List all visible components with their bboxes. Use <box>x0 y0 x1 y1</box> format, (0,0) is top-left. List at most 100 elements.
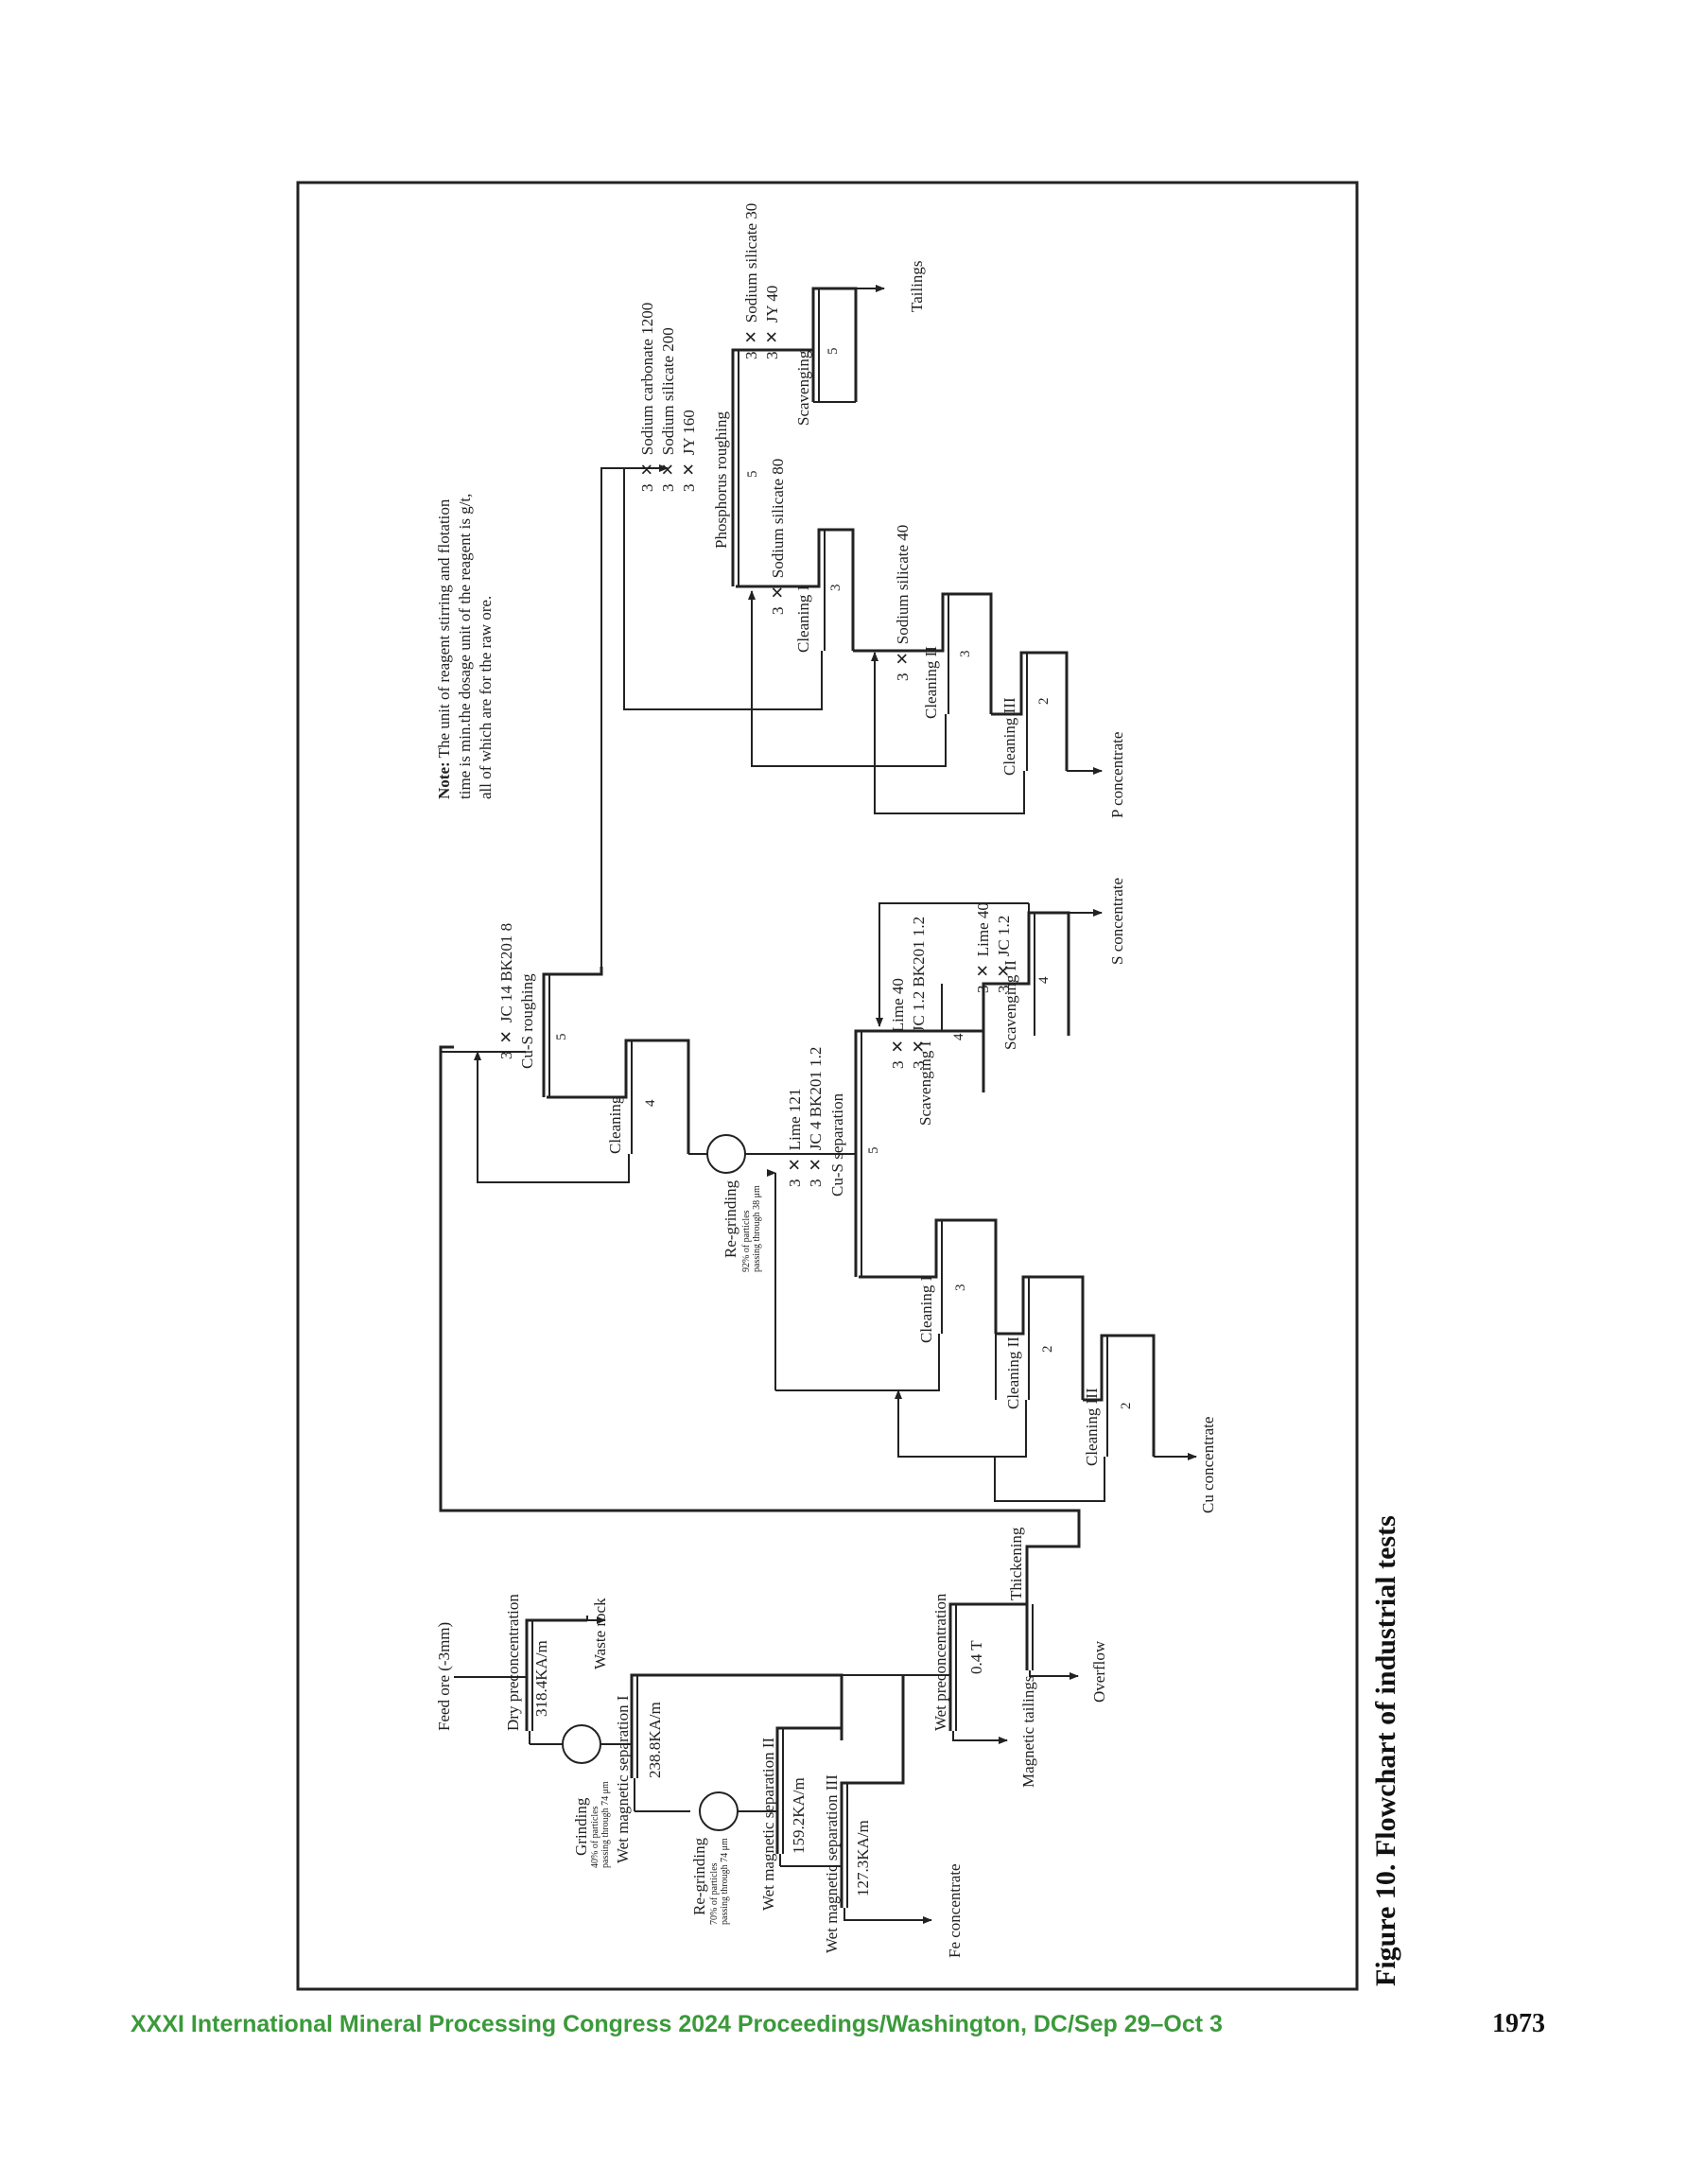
cu-cleaning2-cell <box>996 1275 1085 1400</box>
roughing-tail-to-phosphorus <box>547 464 669 975</box>
cus-cleaning-cell <box>547 1039 690 1154</box>
cus-regrinding-note: 92% of particles passing through 38 μm <box>741 1185 762 1272</box>
p-cleaning2-time: 3 <box>958 651 973 658</box>
wms1-label: Wet magnetic separation I <box>614 1695 632 1863</box>
fe-concentrate-arrow <box>844 1908 932 1924</box>
wms1-field-label: 238.8KA/m <box>646 1702 664 1778</box>
scav2-reagent-2: 3✕JC 1.2 <box>995 916 1013 993</box>
p-cleaning3-time: 2 <box>1036 698 1052 706</box>
iron-regrinding-label: Re-grinding <box>690 1837 708 1915</box>
p-cleaning2-label: Cleaning II <box>922 646 940 719</box>
cu-concentrate-label: Cu concentrate <box>1199 1417 1217 1513</box>
scav2-label: Scavenging II <box>1001 960 1019 1050</box>
cus-regrinding-label: Re-grinding <box>722 1179 739 1258</box>
wms2-cell <box>775 1675 844 1854</box>
p-cleaning3-label: Cleaning III <box>1000 697 1018 776</box>
cu-cleaning2-time: 2 <box>1040 1346 1055 1354</box>
iron-circuit: Feed ore (-3mm) Dry preconcentration 318… <box>435 1045 1108 1958</box>
phosphorus-circuit: 3✕Sodium carbonate 1200 3✕Sodium silicat… <box>623 203 1126 818</box>
p-cleaning3-cell <box>991 651 1069 771</box>
p-concentrate-label: P concentrate <box>1108 732 1126 818</box>
p-roughing-label: Phosphorus roughing <box>712 411 730 549</box>
p-scav-reagent-1: 3✕Sodium silicate 30 <box>742 203 760 359</box>
p-cl1-tail-return <box>623 468 823 710</box>
scav1-reagent-2: 3✕JC 1.2 BK201 1.2 <box>910 917 928 1069</box>
wms2-label: Wet magnetic separation II <box>759 1737 777 1911</box>
note-text: Note: The unit of reagent stirring and f… <box>435 489 495 799</box>
magnetic-tailings-arrow <box>952 1731 1008 1744</box>
figure-caption: Figure 10. Flowchart of industrial tests <box>1370 1515 1401 1986</box>
wet-preconcentration-cell <box>948 1602 1027 1731</box>
cus-roughing-cell <box>542 967 603 1097</box>
cus-roughing-reagents: 3✕JC 14 BK201 8 <box>497 923 515 1059</box>
cleaning1-tail-return <box>775 1334 940 1391</box>
page-number: 1973 <box>1492 2009 1545 2038</box>
overflow-label: Overflow <box>1090 1640 1108 1703</box>
grinding-mill-icon <box>562 1724 601 1764</box>
cus-cleaning-label: Cleaning <box>606 1095 624 1154</box>
grinding-label: Grinding <box>572 1797 590 1856</box>
scav1-label: Scavenging I <box>916 1040 934 1126</box>
wms2-field-label: 159.2KA/m <box>790 1777 808 1854</box>
p-cleaning2-cell <box>853 592 993 714</box>
p-cleaning1-time: 3 <box>828 585 844 592</box>
dry-preconcentration-label: Dry preconcentration <box>504 1594 522 1731</box>
scav1-concentrate-return <box>876 902 1029 1027</box>
magnetic-tailings-label: Magnetic tailings <box>1019 1675 1037 1788</box>
scav1-reagent-1: 3✕Lime 40 <box>889 978 907 1069</box>
cus-roughing-label: Cu-S roughing <box>518 973 536 1069</box>
wms3-field-label: 127.3KA/m <box>854 1820 872 1896</box>
p-scav-reagent-2: 3✕JY 40 <box>763 286 781 359</box>
cleaning3-tail-return <box>994 1457 1105 1502</box>
p-cl3-tail-return <box>871 652 1025 814</box>
figure-frame <box>296 181 1359 1991</box>
p-rough-reagent-2: 3✕Sodium silicate 200 <box>659 327 677 492</box>
cus-regrinding-mill-icon <box>706 1134 746 1174</box>
cu-cleaning1-cell <box>859 1218 998 1334</box>
p-roughing-time: 5 <box>745 471 760 479</box>
thickening-cell <box>439 1045 1081 1670</box>
regrinding-mill-icon <box>699 1791 739 1831</box>
feed-ore-label: Feed ore (-3mm) <box>435 1622 453 1731</box>
iron-regrinding-note: 70% of particles passing through 74 μm <box>709 1838 730 1925</box>
cleaning2-tail-return <box>895 1389 1027 1458</box>
cu-cleaning2-label: Cleaning II <box>1004 1337 1022 1409</box>
cus-separation-time: 5 <box>866 1147 881 1155</box>
p-cleaning1-cell <box>736 528 855 651</box>
waste-rock-label: Waste rock <box>591 1598 609 1669</box>
cus-separation-label: Cu-S separation <box>828 1092 846 1197</box>
thickening-label: Thickening <box>1007 1527 1025 1600</box>
p-scavenging-label: Scavenging <box>794 350 812 426</box>
cus-cleaning-time: 4 <box>643 1099 658 1107</box>
fe-concentrate-label: Fe concentrate <box>946 1863 964 1958</box>
cu-cleaning3-label: Cleaning III <box>1083 1388 1101 1466</box>
scav2-reagent-1: 3✕Lime 40 <box>974 902 992 993</box>
cu-cleaning3-cell <box>1083 1334 1156 1457</box>
cu-cleaning1-time: 3 <box>953 1284 968 1292</box>
roughing-feed-arrow <box>440 1047 526 1053</box>
p-rough-reagent-3: 3✕JY 160 <box>680 410 698 492</box>
scav2-time: 4 <box>1036 976 1052 984</box>
footer-proceedings-text: XXXI International Mineral Processing Co… <box>130 2011 1223 2037</box>
separation-reagent-2: 3✕JC 4 BK201 1.2 <box>807 1047 825 1187</box>
grinding-note: 40% of particles passing through 74 μm <box>590 1781 611 1868</box>
s-concentrate-label: S concentrate <box>1108 878 1126 965</box>
cleaning-tail-return <box>474 1051 630 1183</box>
p-cl2-reagent: 3✕Sodium silicate 40 <box>894 525 912 681</box>
p-scavenging-time: 5 <box>826 348 841 356</box>
separation-reagent-1: 3✕Lime 121 <box>786 1089 804 1187</box>
cus-roughing-time: 5 <box>554 1034 569 1041</box>
scav1-time: 4 <box>951 1033 966 1040</box>
wms3-label: Wet magnetic separation III <box>823 1774 841 1953</box>
dry-field-label: 318.4KA/m <box>532 1640 550 1717</box>
wet-field-label: 0.4 T <box>967 1640 985 1674</box>
p-cleaning1-label: Cleaning I <box>794 585 812 653</box>
cu-cleaning3-time: 2 <box>1119 1403 1134 1410</box>
cu-cleaning1-label: Cleaning I <box>917 1275 935 1343</box>
p-rough-reagent-1: 3✕Sodium carbonate 1200 <box>638 303 656 492</box>
overflow-arrow <box>1029 1670 1079 1680</box>
sulfide-circuit: 3✕JC 14 BK201 8 Cu-S roughing 5 Cleaning… <box>440 464 1217 1513</box>
p-cl1-reagent: 3✕Sodium silicate 80 <box>769 459 787 615</box>
p-cl2-tail-return <box>748 590 947 767</box>
